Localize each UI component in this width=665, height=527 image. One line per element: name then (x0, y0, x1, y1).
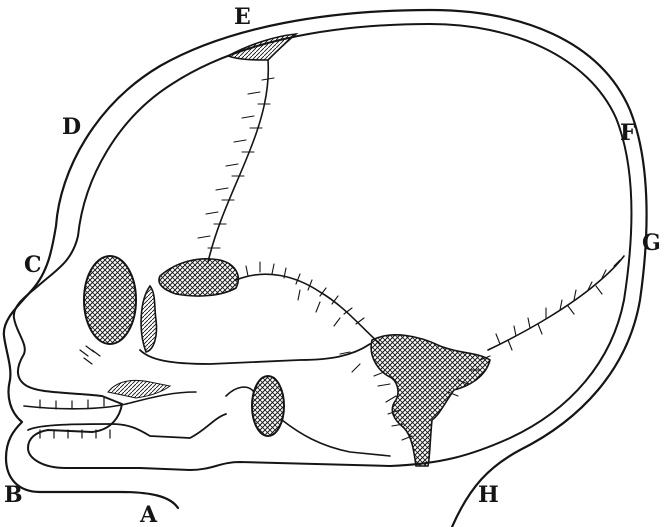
label-e: E (234, 4, 251, 30)
upper-jaw-line (24, 392, 196, 409)
label-g: G (642, 230, 661, 256)
ear-region (226, 387, 390, 456)
ear-opening (252, 376, 284, 436)
orbit (84, 256, 136, 344)
orbit-rim (141, 286, 156, 352)
label-f: F (620, 120, 636, 146)
nasal-marks (80, 346, 100, 364)
coronal-suture (208, 60, 268, 262)
label-d: D (62, 114, 81, 140)
lower-jaw (28, 414, 226, 438)
label-c: C (24, 252, 42, 278)
coronal-suture-ticks (198, 78, 274, 248)
label-b: B (4, 482, 23, 508)
label-a: A (139, 502, 158, 527)
squamosal-suture (236, 274, 380, 344)
skull-outline (14, 24, 632, 470)
anterolateral-fontanelle (159, 259, 238, 296)
zygomatic-arch (140, 344, 370, 364)
label-h: H (478, 482, 499, 508)
lambdoid-suture (488, 256, 624, 350)
anterior-fontanelle (228, 34, 296, 60)
squamosal-ticks (246, 262, 364, 326)
